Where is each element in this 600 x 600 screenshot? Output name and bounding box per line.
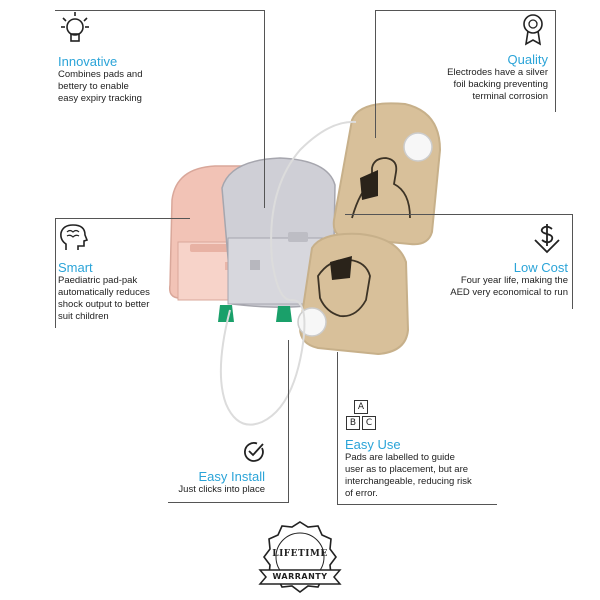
feature-description: Paediatric pad-pak automatically reduces…	[58, 275, 150, 322]
block-c: C	[362, 416, 376, 430]
connector-line	[345, 214, 572, 215]
electrode-wire	[219, 120, 357, 426]
feature-title: Smart	[58, 260, 93, 275]
feature-description: Just clicks into place	[178, 484, 265, 495]
warranty-badge-icon: LIFETIME WARRANTY	[258, 520, 342, 594]
connector-line	[337, 504, 497, 505]
connector-line	[572, 214, 573, 309]
connector-line	[375, 10, 555, 11]
feature-quality: Quality Electrodes have a silver foil ba…	[398, 52, 548, 103]
award-ribbon-icon	[520, 12, 546, 46]
brain-head-icon	[58, 222, 90, 254]
connector-line	[55, 218, 56, 328]
feature-easy-install: Easy Install Just clicks into place	[150, 469, 265, 496]
feature-description: Electrodes have a silver foil backing pr…	[447, 67, 548, 102]
feature-easy-use: Easy Use Pads are labelled to guide user…	[345, 437, 525, 500]
feature-description: Pads are labelled to guide user as to pl…	[345, 452, 472, 499]
feature-smart: Smart Paediatric pad-pak automatically r…	[58, 260, 208, 323]
connector-line	[555, 10, 556, 112]
checkmark-icon	[242, 440, 266, 464]
electrode-pad-back	[332, 102, 442, 246]
lightbulb-icon	[58, 10, 92, 44]
electrode-pad-front	[297, 232, 410, 356]
badge-top-text: LIFETIME	[272, 549, 328, 559]
connector-line	[55, 10, 265, 11]
connector-line	[55, 218, 190, 219]
block-b: B	[346, 416, 360, 430]
feature-title: Quality	[507, 52, 548, 67]
badge-bottom-text: WARRANTY	[272, 572, 328, 581]
adult-pad-pak	[221, 157, 336, 322]
feature-title: Innovative	[58, 54, 118, 69]
connector-line	[168, 502, 288, 503]
block-a: A	[354, 400, 368, 414]
feature-title: Easy Install	[198, 469, 265, 484]
feature-description: Combines pads and bettery to enable easy…	[58, 69, 143, 104]
feature-title: Low Cost	[513, 260, 568, 275]
feature-low-cost: Low Cost Four year life, making the AED …	[418, 260, 568, 299]
connector-line	[375, 10, 376, 138]
feature-innovative: Innovative Combines pads and bettery to …	[58, 54, 238, 105]
feature-description: Four year life, making the AED very econ…	[450, 275, 568, 298]
connector-line	[264, 10, 265, 208]
connector-line	[337, 352, 338, 505]
feature-title: Easy Use	[345, 437, 401, 452]
dollar-arrow-icon	[532, 222, 562, 256]
abc-blocks-icon: A B C	[345, 400, 377, 432]
connector-line	[288, 340, 289, 503]
